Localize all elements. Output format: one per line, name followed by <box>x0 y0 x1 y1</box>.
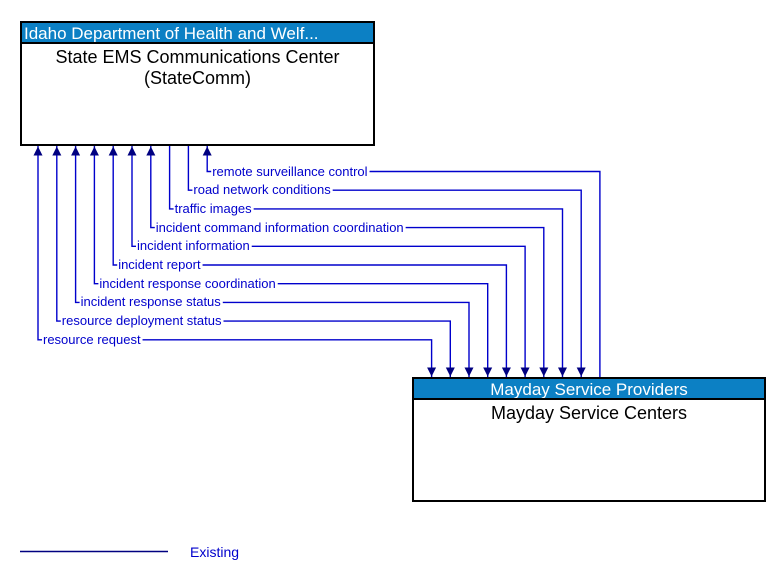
flow-label-incident-response-status[interactable]: incident response status <box>80 294 221 310</box>
arrowhead-down-icon <box>427 367 437 377</box>
legend-existing-label: Existing <box>190 544 240 560</box>
arrowhead-down-icon <box>483 367 493 377</box>
flow-label-incident-report[interactable]: incident report <box>118 257 201 272</box>
arrowhead-down-icon <box>520 367 530 377</box>
flow-line <box>277 283 489 377</box>
flow-label-resource-request[interactable]: resource request <box>43 331 141 347</box>
arrowhead-down-icon <box>576 367 586 377</box>
arrowhead-down-icon <box>464 367 474 377</box>
flow-label-incident-command-information-coordination[interactable]: incident command information coordinatio… <box>155 219 404 235</box>
flow-label-traffic-images[interactable]: traffic images <box>174 200 252 216</box>
entity-box-mayday[interactable]: Mayday Service Providers Mayday Service … <box>412 377 766 502</box>
entity-title-statecomm: State EMS Communications Center (StateCo… <box>55 47 340 88</box>
entity-title-mayday-centers: Mayday Service Centers <box>490 403 688 423</box>
flow-line <box>253 208 564 377</box>
arrowhead-up-icon <box>146 146 156 156</box>
flow-line <box>222 301 470 377</box>
flow-label-incident-information[interactable]: incident information <box>137 238 250 254</box>
flow-line <box>112 146 118 266</box>
flow-label-incident-response-coordination[interactable]: incident response coordination <box>99 275 276 291</box>
flow-label-road-network-conditions[interactable]: road network conditions <box>193 182 331 198</box>
flow-line <box>93 146 99 285</box>
flow-line <box>187 146 193 191</box>
flow-line <box>251 245 526 377</box>
flow-label-resource-deployment-status[interactable]: resource deployment status <box>61 313 222 329</box>
flow-line <box>131 146 136 247</box>
arrowhead-up-icon <box>52 146 62 156</box>
arrowhead-down-icon <box>539 367 549 377</box>
flow-line <box>168 146 174 210</box>
flow-line <box>332 189 582 377</box>
arrowhead-up-icon <box>89 146 99 156</box>
entity-box-statecomm[interactable]: Idaho Department of Health and Welf... S… <box>20 21 375 146</box>
flow-line <box>369 170 601 377</box>
arrowhead-down-icon <box>501 367 511 377</box>
flow-line <box>142 339 433 377</box>
arrowhead-up-icon <box>108 146 118 156</box>
arrowhead-up-icon <box>127 146 137 156</box>
arrowhead-down-icon <box>558 367 567 377</box>
entity-header-text: Idaho Department of Health and Welf... <box>24 24 319 43</box>
flow-line <box>202 264 508 377</box>
arrowhead-up-icon <box>71 146 81 156</box>
flow-line <box>405 226 545 377</box>
flow-line <box>74 146 80 304</box>
entity-header-mayday-providers: Mayday Service Providers <box>414 379 764 400</box>
flow-line <box>223 320 451 377</box>
entity-header-idaho-dhw: Idaho Department of Health and Welf... <box>22 23 373 44</box>
entity-header-text: Mayday Service Providers <box>490 380 688 399</box>
flow-line <box>37 146 42 341</box>
arrowhead-down-icon <box>445 367 455 377</box>
arrowhead-up-icon <box>33 146 43 156</box>
flow-label-remote-surveillance-control[interactable]: remote surveillance control <box>212 163 368 179</box>
arrowhead-up-icon <box>202 146 212 156</box>
flow-line <box>56 146 61 322</box>
flow-line <box>150 146 155 229</box>
